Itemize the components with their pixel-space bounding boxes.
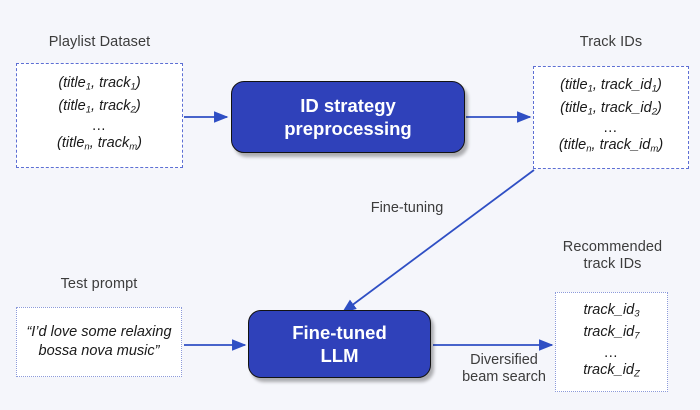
list-item: (titlen, trackm) [57, 135, 142, 153]
list-item: track_id3 [583, 301, 640, 320]
list-item: track_id7 [583, 324, 640, 342]
test-prompt-caption: Test prompt [60, 276, 138, 292]
fine-tuned-llm-node[interactable]: Fine-tuned LLM [248, 310, 431, 378]
list-ellipsis: … [91, 118, 108, 135]
list-item: (title1, track2) [58, 97, 141, 116]
playlist-dataset-box: (title1, track1) (title1, track2) … (tit… [16, 63, 183, 168]
list-item: (title1, track_id1) [560, 77, 662, 95]
list-ellipsis: … [603, 120, 619, 137]
edge-label-fine-tuning: Fine-tuning [370, 200, 444, 216]
list-ellipsis: … [603, 344, 620, 361]
arrow-finetuning [341, 169, 535, 313]
edge-label-diversified-beam-search: Diversified beam search [462, 352, 546, 385]
playlist-dataset-caption: Playlist Dataset [48, 34, 151, 50]
test-prompt-value: “I’d love some relaxing bossa nova music… [26, 323, 172, 360]
recommended-track-ids-box: track_id3 track_id7 … track_idZ [555, 292, 668, 392]
track-ids-box: (title1, track_id1) (title1, track_id2) … [533, 66, 689, 169]
list-item: (titlen, track_idm) [558, 137, 664, 155]
test-prompt-box[interactable]: “I’d love some relaxing bossa nova music… [16, 307, 182, 377]
id-strategy-preprocessing-node[interactable]: ID strategy preprocessing [231, 81, 465, 153]
list-item: (title1, track1) [58, 75, 141, 93]
track-ids-caption: Track IDs [579, 34, 643, 50]
list-item: track_idZ [583, 361, 640, 380]
list-item: (title1, track_id2) [560, 99, 662, 118]
recommended-track-ids-caption: Recommended track IDs [562, 239, 663, 272]
